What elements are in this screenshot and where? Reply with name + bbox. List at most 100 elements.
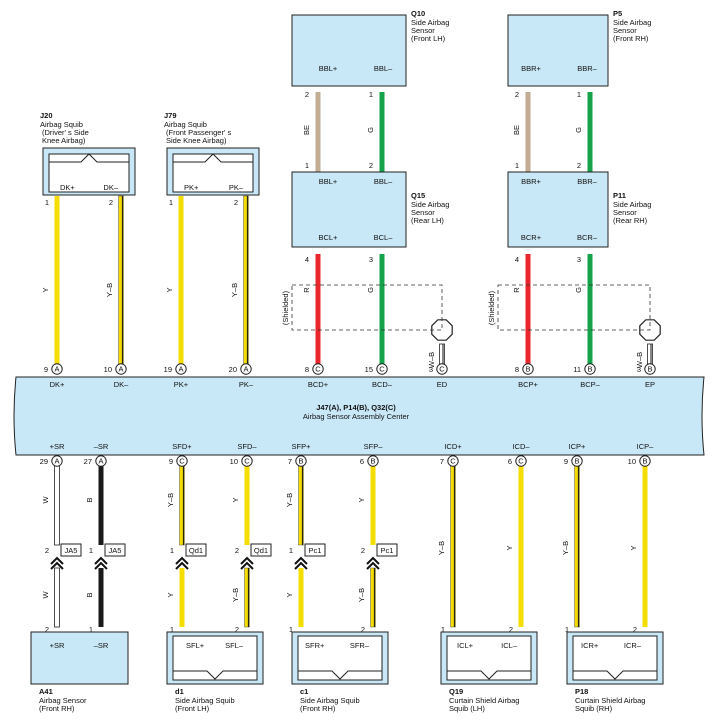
- main-unit-id: J47(A), P14(B), Q32(C): [316, 403, 396, 412]
- wire-BCP–: [587, 254, 593, 371]
- component-name: Sensor: [613, 26, 637, 35]
- wire-color-label: Y: [165, 287, 174, 292]
- component-name: (Rear RH): [613, 216, 648, 225]
- shielded-box-lh: [291, 284, 443, 331]
- in-line-connector: [60, 543, 82, 557]
- component-id: J79: [164, 111, 177, 120]
- terminal-ICP+-letter: B: [574, 457, 579, 466]
- wire-color-label: G: [574, 127, 583, 133]
- connector-arrow: [294, 561, 308, 570]
- terminal-BCD+-letter: C: [315, 365, 321, 374]
- component-id: P5: [613, 9, 622, 18]
- terminal-label: ICD+: [444, 442, 462, 451]
- wire-color-label: Y–B: [166, 493, 175, 507]
- terminal-BCP–: [584, 363, 596, 375]
- component-name: Squib (LH): [449, 704, 485, 713]
- pin-number: 2: [515, 90, 519, 99]
- component-name: Sensor: [411, 26, 435, 35]
- connector-arrow: [94, 561, 108, 570]
- wire-color-label: R: [512, 287, 521, 293]
- component-pin-label: BCL+: [319, 233, 339, 242]
- terminal-+SR: [51, 455, 63, 467]
- pin-number: 10: [104, 365, 112, 374]
- component-name: (Front LH): [175, 704, 210, 713]
- in-line-connector-label: Qd1: [254, 546, 268, 555]
- component-name: (Front RH): [300, 704, 336, 713]
- pin-number: 1: [515, 161, 519, 170]
- terminal-label: SFP–: [364, 442, 384, 451]
- terminal-label: +SR: [50, 442, 65, 451]
- wire-BCD–: [379, 254, 385, 371]
- connector-arrow: [294, 556, 308, 565]
- terminal-ICD–-letter: C: [518, 457, 524, 466]
- terminal-label: SFD+: [172, 442, 192, 451]
- terminal-SFD–: [241, 455, 253, 467]
- component-id: Q10: [411, 9, 425, 18]
- pin-number: 1: [89, 625, 93, 634]
- wire-sensor-link: [587, 92, 593, 172]
- wire-layer: [54, 92, 653, 628]
- component-pin-label: BBR–: [577, 64, 597, 73]
- shield-ground-symbol: [431, 319, 453, 341]
- component-name: (Front Passenger' s: [166, 128, 231, 137]
- wire-color-label: W: [41, 591, 50, 599]
- pin-number: 2: [235, 546, 239, 555]
- squib-symbol: [49, 153, 129, 163]
- component-pin-label: –SR: [94, 641, 109, 650]
- terminal-ICD+-letter: C: [450, 457, 456, 466]
- wire-color-label: Y: [166, 592, 175, 597]
- terminal-label: PK+: [174, 380, 189, 389]
- terminal-DK–-letter: A: [118, 365, 123, 374]
- connector-arrow: [50, 561, 64, 570]
- component-id: Q19: [449, 687, 463, 696]
- component-name: Side Airbag: [613, 200, 651, 209]
- pin-number: 2: [45, 625, 49, 634]
- component-name: Airbag Squib: [40, 120, 83, 129]
- component-pin-label: BBL–: [374, 177, 393, 186]
- terminal-+SR-letter: A: [54, 457, 59, 466]
- wire-SFP+-lower: [298, 568, 304, 627]
- wire-color-label: Y: [505, 545, 514, 550]
- terminal-DK+-letter: A: [54, 365, 59, 374]
- component-name: Side Airbag: [613, 18, 651, 27]
- pin-number: 9: [44, 365, 48, 374]
- pin-number: 1: [289, 625, 293, 634]
- component-name: Side Knee Airbag): [166, 136, 227, 145]
- wire-color-label: BE: [512, 125, 521, 135]
- component-pin-label: ICL+: [457, 641, 474, 650]
- component-name: Sensor: [411, 208, 435, 217]
- component-pin-label: DK–: [103, 183, 118, 192]
- in-line-connector-label: Qd1: [189, 546, 203, 555]
- pin-number: 2: [369, 161, 373, 170]
- wire-color-label: Y: [285, 592, 294, 597]
- component-id: c1: [300, 687, 308, 696]
- squib-body: [297, 635, 383, 681]
- terminal-EP: [644, 363, 656, 375]
- pin-number: 9: [169, 457, 173, 466]
- component-name: Side Airbag: [411, 18, 449, 27]
- terminal-label: ICP+: [569, 442, 587, 451]
- component-pin-label: BBL+: [319, 177, 338, 186]
- wire-color-label: G: [366, 287, 375, 293]
- component-name: (Driver' s Side: [42, 128, 89, 137]
- component-name: Airbag Squib: [164, 120, 207, 129]
- squib-symbol: [447, 670, 531, 680]
- pin-number: 9: [564, 457, 568, 466]
- component-pin-label: PK+: [184, 183, 199, 192]
- pin-number: 27: [84, 457, 92, 466]
- wire-color-label: B: [85, 592, 94, 597]
- component-id: d1: [175, 687, 184, 696]
- terminal-label: BCP+: [518, 380, 538, 389]
- wire-sensor-link: [525, 92, 531, 172]
- connector-arrow: [175, 561, 189, 570]
- shielded-label: (Shielded): [281, 290, 290, 325]
- wire-SFD–-lower: [244, 567, 250, 628]
- terminal-PK+: [175, 363, 187, 375]
- component-name: Side Airbag Squib: [300, 696, 360, 705]
- pin-number: 2: [361, 546, 365, 555]
- pin-number: 1: [169, 198, 173, 207]
- component-pin-label: BBR+: [521, 64, 541, 73]
- terminal-SFD+-letter: C: [179, 457, 185, 466]
- pin-number: 8: [515, 365, 519, 374]
- squib-symbol: [173, 153, 253, 163]
